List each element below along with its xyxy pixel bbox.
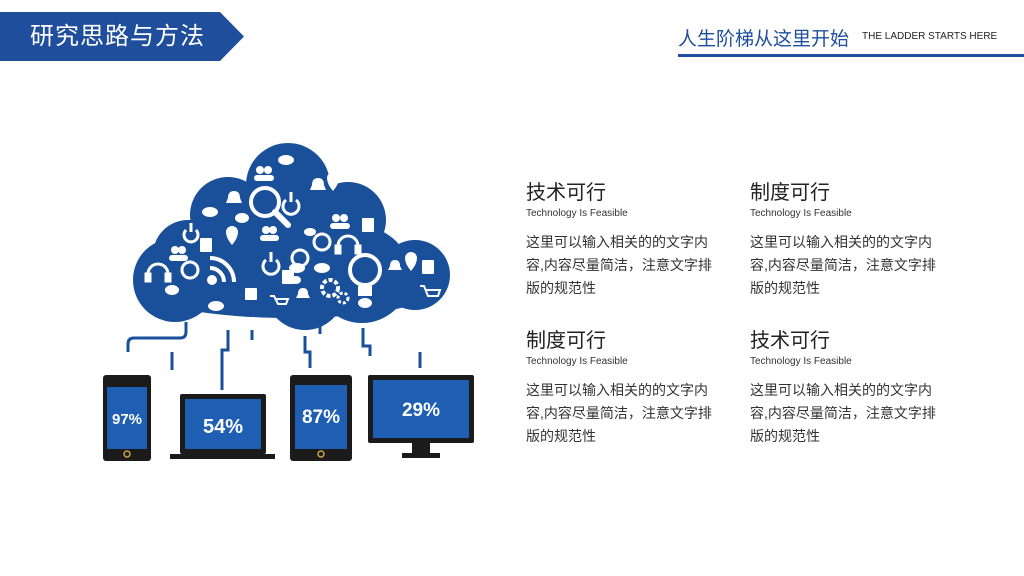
lightbulb-icon bbox=[348, 253, 382, 296]
slogan: 人生阶梯从这里开始 bbox=[678, 29, 850, 50]
tablet-device bbox=[290, 375, 352, 461]
power-icon bbox=[182, 192, 301, 276]
people-icon bbox=[169, 166, 350, 261]
monitor-percent: 29% bbox=[402, 400, 440, 421]
feature-subtitle: Technology Is Feasible bbox=[526, 208, 628, 219]
cloud bbox=[133, 143, 450, 330]
feature-block: 制度可行 Technology Is Feasible 这里可以输入相关的的文字… bbox=[750, 181, 950, 300]
cloud-cables bbox=[126, 310, 422, 390]
feature-description: 这里可以输入相关的的文字内容,内容尽量简洁，注意文字排版的规范性 bbox=[750, 234, 936, 296]
location-pin-icon bbox=[226, 172, 417, 271]
laptop-device bbox=[170, 394, 275, 459]
feature-block: 制度可行 Technology Is Feasible 这里可以输入相关的的文字… bbox=[526, 329, 726, 448]
phone-device bbox=[103, 375, 151, 461]
feature-subtitle: Technology Is Feasible bbox=[750, 356, 852, 367]
cloud-devices-illustration: 97% 54% 87% 29% bbox=[103, 143, 474, 461]
feature-title: 制度可行 bbox=[526, 330, 606, 352]
tablet-percent: 87% bbox=[302, 407, 340, 428]
slogan-english: THE LADDER STARTS HERE bbox=[862, 31, 998, 42]
search-icon bbox=[249, 186, 291, 228]
title-banner bbox=[0, 12, 244, 61]
feature-title: 技术可行 bbox=[750, 330, 830, 352]
chat-bubble-icon bbox=[165, 155, 372, 311]
header-rule bbox=[678, 54, 1024, 57]
feature-block: 技术可行 Technology Is Feasible 这里可以输入相关的的文字… bbox=[750, 329, 950, 448]
wifi-icon bbox=[207, 256, 236, 285]
laptop-percent: 54% bbox=[203, 416, 243, 438]
feature-subtitle: Technology Is Feasible bbox=[750, 208, 852, 219]
phone-percent: 97% bbox=[112, 411, 142, 428]
cart-icon bbox=[270, 285, 442, 305]
feature-subtitle: Technology Is Feasible bbox=[526, 356, 628, 367]
feature-block: 技术可行 Technology Is Feasible 这里可以输入相关的的文字… bbox=[526, 181, 726, 300]
headphones-icon bbox=[144, 234, 362, 283]
document-icon bbox=[200, 218, 434, 300]
feature-description: 这里可以输入相关的的文字内容,内容尽量简洁，注意文字排版的规范性 bbox=[526, 234, 712, 296]
bell-icon bbox=[226, 178, 402, 298]
feature-description: 这里可以输入相关的的文字内容,内容尽量简洁，注意文字排版的规范性 bbox=[750, 382, 936, 444]
feature-title: 技术可行 bbox=[526, 182, 606, 204]
feature-description: 这里可以输入相关的的文字内容,内容尽量简洁，注意文字排版的规范性 bbox=[526, 382, 712, 444]
gear-icon bbox=[320, 278, 350, 305]
page-title: 研究思路与方法 bbox=[30, 23, 205, 50]
monitor-device bbox=[368, 375, 474, 458]
feature-title: 制度可行 bbox=[750, 182, 830, 204]
